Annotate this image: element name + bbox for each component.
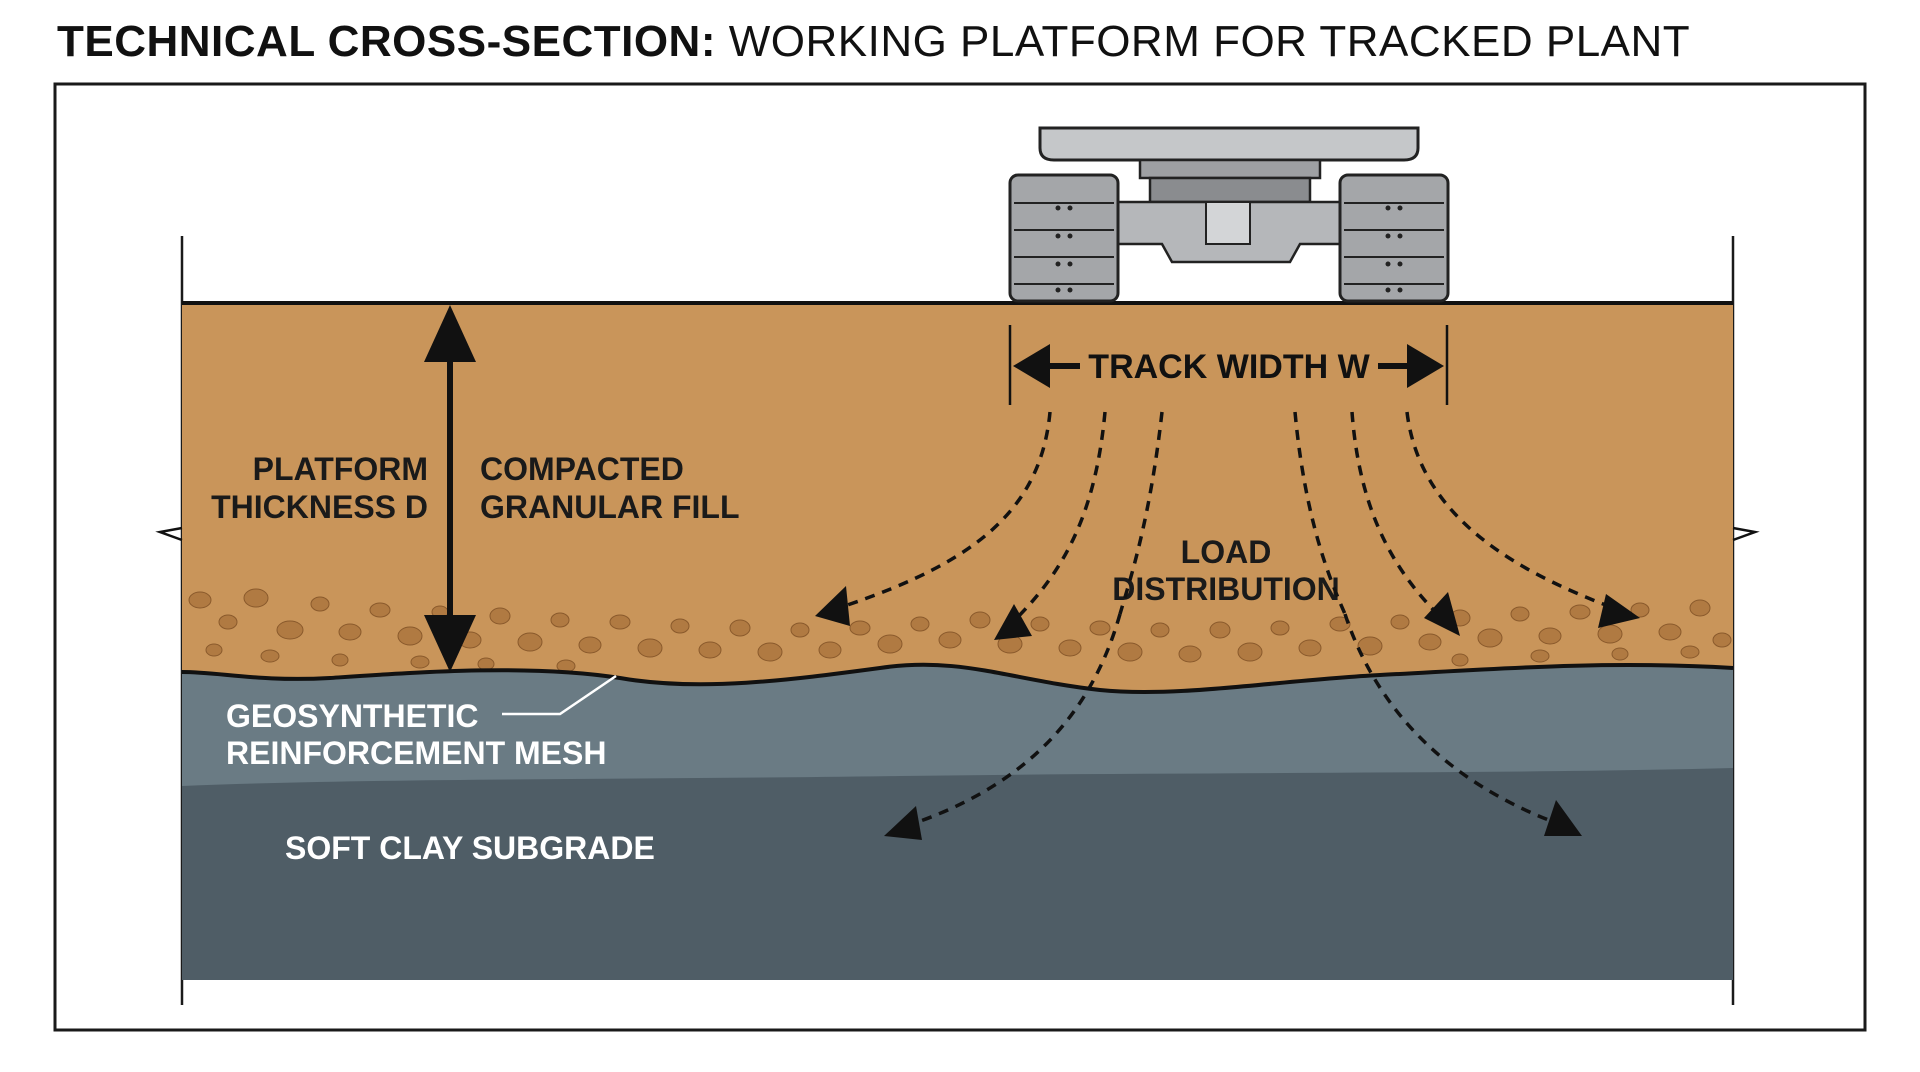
load-arrowheads xyxy=(815,586,1640,840)
fill-label-line2: GRANULAR FILL xyxy=(480,489,740,525)
tracked-machine xyxy=(1008,126,1450,303)
load-distribution-label-line2: DISTRIBUTION xyxy=(1112,571,1340,607)
track-width-dimension xyxy=(1008,325,1449,405)
right-break-marker xyxy=(1732,526,1760,542)
left-track xyxy=(1008,173,1120,303)
title-bold: TECHNICAL CROSS-SECTION: xyxy=(57,17,716,66)
load-arrow-5 xyxy=(1293,411,1347,615)
load-arrow-2 xyxy=(998,411,1107,636)
mesh-leader-line xyxy=(502,674,617,716)
fill-label-line1: COMPACTED xyxy=(480,451,684,487)
right-track xyxy=(1338,173,1450,303)
load-arrow-8 xyxy=(1405,411,1631,616)
load-arrow-1 xyxy=(819,411,1052,616)
machine-body xyxy=(1038,126,1420,162)
mesh-label-line2: REINFORCEMENT MESH xyxy=(226,735,606,771)
machine-slew-ring xyxy=(1138,158,1322,180)
platform-thickness-label-line1: PLATFORM xyxy=(253,451,428,487)
diagram-frame xyxy=(53,82,1867,1032)
machine-center-block xyxy=(1205,201,1251,245)
mesh-label-line1: GEOSYNTHETIC xyxy=(226,698,478,734)
title-rest: WORKING PLATFORM FOR TRACKED PLANT xyxy=(728,17,1691,66)
load-distribution-label-line1: LOAD xyxy=(1181,534,1272,570)
gravel-texture xyxy=(188,588,1732,673)
track-width-label: TRACK WIDTH W xyxy=(1088,348,1370,386)
compacted-fill-layer xyxy=(182,303,1733,693)
subgrade-label: SOFT CLAY SUBGRADE xyxy=(285,830,655,866)
machine-turntable xyxy=(1148,176,1312,204)
platform-thickness-label-line2: THICKNESS D xyxy=(211,489,428,525)
platform-thickness-dimension xyxy=(424,305,476,672)
left-break-marker xyxy=(155,526,183,542)
load-arrow-4 xyxy=(899,613,1122,830)
fill-subgrade-interface-line xyxy=(181,662,1734,695)
load-arrow-6 xyxy=(1343,613,1571,830)
load-arrow-7 xyxy=(1350,411,1452,628)
load-arrow-3 xyxy=(1118,411,1164,615)
geosynthetic-mesh-layer xyxy=(182,664,1733,786)
diagram-title: TECHNICAL CROSS-SECTION: WORKING PLATFOR… xyxy=(57,14,1690,70)
load-distribution-arrows xyxy=(819,411,1631,830)
